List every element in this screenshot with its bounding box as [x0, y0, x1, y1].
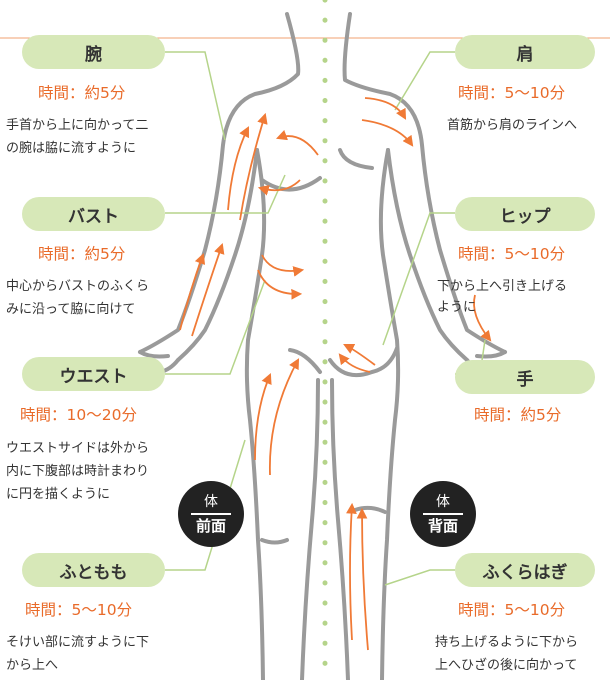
desc-hip-line1: 下から上へ引き上げる [437, 279, 568, 294]
desc-waist-line3: に円を描くように [6, 487, 111, 502]
desc-thigh-line2: から上へ [6, 658, 59, 673]
pill-arm: 腕 [22, 35, 165, 69]
badge-back-top: 体 [436, 493, 450, 510]
time-thigh: 時間：5〜10分 [25, 601, 133, 619]
desc-arm-line1: 手首から上に向かって二 [6, 118, 149, 133]
pill-hand: 手 [455, 360, 595, 394]
time-hip: 時間：5〜10分 [458, 245, 566, 263]
pill-shoulder: 肩 [455, 35, 595, 69]
time-calf: 時間：5〜10分 [458, 601, 566, 619]
time-hand: 時間：約5分 [474, 406, 562, 424]
badge-front-label: 前面 [195, 516, 226, 535]
pill-bust: バスト [22, 197, 165, 231]
time-arm: 時間：約5分 [38, 84, 126, 102]
leader-lines [165, 51, 486, 586]
time-shoulder: 時間：5〜10分 [458, 84, 566, 102]
massage-arrows [179, 97, 492, 651]
time-waist: 時間：10〜20分 [20, 406, 137, 424]
desc-arm-line2: の腕は脇に流すように [6, 141, 137, 156]
desc-calf-line2: 上へひざの後に向かって [435, 658, 578, 673]
badge-front-divider [191, 512, 231, 515]
desc-waist-line2: 内に下腹部は時計まわり [6, 464, 150, 479]
badge-front: 体 前面 [178, 481, 244, 547]
pill-waist: ウエスト [22, 357, 165, 391]
badge-front-top: 体 [204, 493, 218, 510]
pill-thigh: ふともも [22, 553, 165, 587]
desc-bust-line1: 中心からバストのふくら [6, 279, 150, 294]
pill-calf: ふくらはぎ [455, 553, 595, 587]
desc-calf-line1: 持ち上げるように下から [435, 635, 579, 650]
desc-bust-line2: みに沿って脇に向けて [6, 302, 136, 317]
desc-shoulder-line1: 首筋から肩のラインへ [447, 118, 578, 133]
pill-hip: ヒップ [455, 197, 595, 231]
desc-waist-line1: ウエストサイドは外から [6, 441, 150, 456]
desc-hip-line2: ように [437, 300, 477, 315]
desc-thigh-line1: そけい部に流すように下 [6, 635, 150, 650]
badge-back: 体 背面 [410, 481, 476, 547]
time-bust: 時間：約5分 [38, 245, 126, 263]
badge-back-divider [423, 512, 463, 515]
badge-back-label: 背面 [427, 516, 458, 535]
